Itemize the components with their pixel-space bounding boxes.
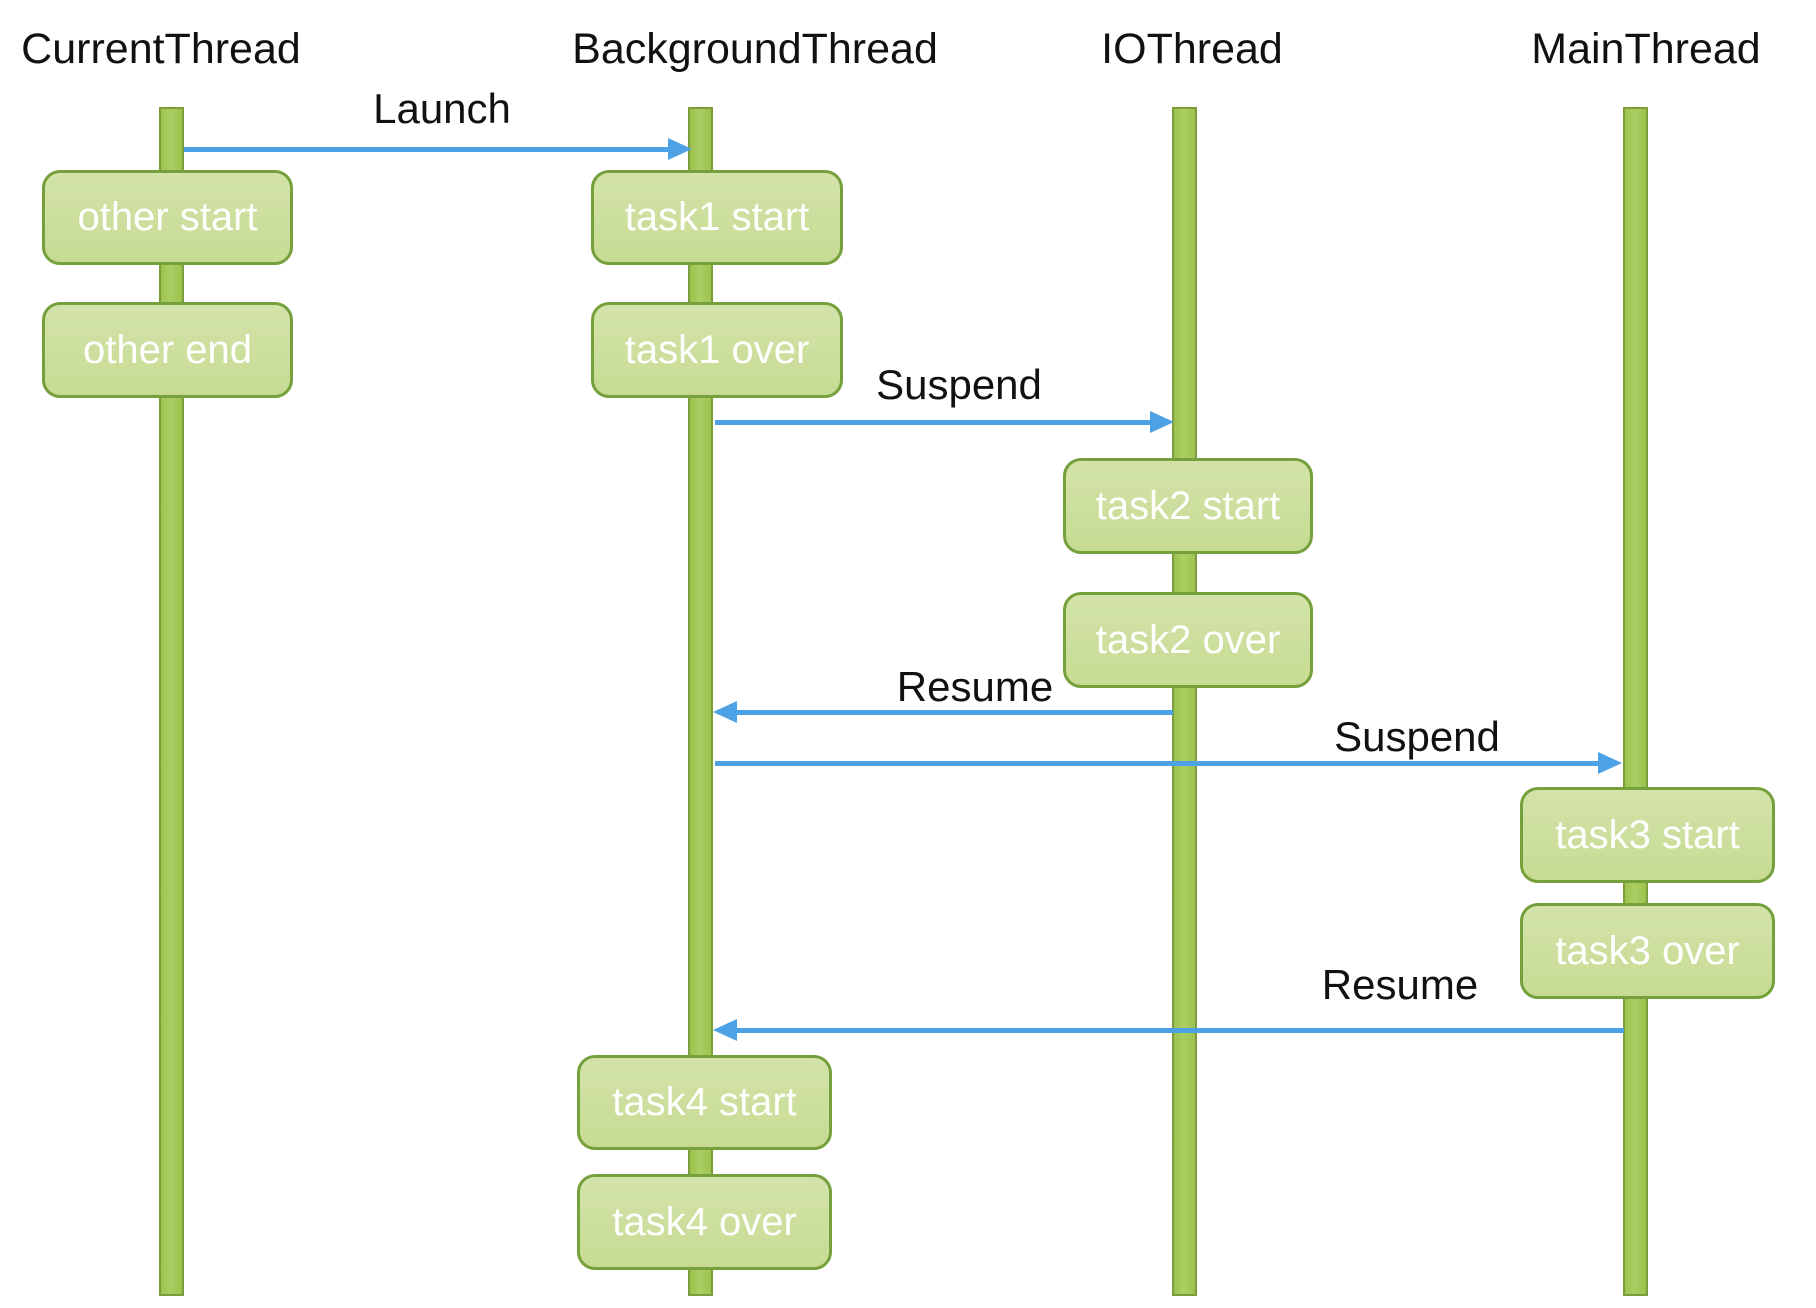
- arrowhead-right-icon: [1598, 752, 1622, 774]
- activity-box-task1-over: task1 over: [591, 302, 843, 398]
- activity-box-task2-over: task2 over: [1063, 592, 1313, 688]
- message-label-suspend-main: Suspend: [1334, 713, 1500, 760]
- message-arrow-launch: [184, 147, 668, 152]
- activity-box-task4-start: task4 start: [577, 1055, 832, 1150]
- activity-box-task2-start: task2 start: [1063, 458, 1313, 554]
- lifeline-current-thread: [159, 107, 184, 1296]
- activity-box-task3-start: task3 start: [1520, 787, 1775, 883]
- thread-header-io-thread: IOThread: [1101, 25, 1283, 73]
- thread-header-main-thread: MainThread: [1531, 25, 1761, 73]
- thread-header-background-thread: BackgroundThread: [572, 25, 938, 73]
- message-label-launch: Launch: [373, 85, 511, 132]
- message-arrow-resume-io: [737, 710, 1173, 715]
- activity-box-task3-over: task3 over: [1520, 903, 1775, 999]
- arrowhead-left-icon: [713, 701, 737, 723]
- message-arrow-suspend-io: [715, 420, 1150, 425]
- lifeline-io-thread: [1172, 107, 1197, 1296]
- message-label-resume-io: Resume: [896, 663, 1054, 710]
- message-label-resume-main: Resume: [1321, 961, 1479, 1008]
- activity-box-other-start: other start: [42, 170, 293, 265]
- activity-box-task1-start: task1 start: [591, 170, 843, 265]
- thread-header-current-thread: CurrentThread: [21, 25, 301, 73]
- message-label-suspend-io: Suspend: [876, 361, 1042, 408]
- arrowhead-left-icon: [713, 1019, 737, 1041]
- arrowhead-right-icon: [668, 138, 692, 160]
- activity-box-other-end: other end: [42, 302, 293, 398]
- lifeline-main-thread: [1623, 107, 1648, 1296]
- message-arrow-suspend-main: [715, 761, 1598, 766]
- activity-box-task4-over: task4 over: [577, 1174, 832, 1270]
- message-arrow-resume-main: [737, 1028, 1624, 1033]
- arrowhead-right-icon: [1150, 411, 1174, 433]
